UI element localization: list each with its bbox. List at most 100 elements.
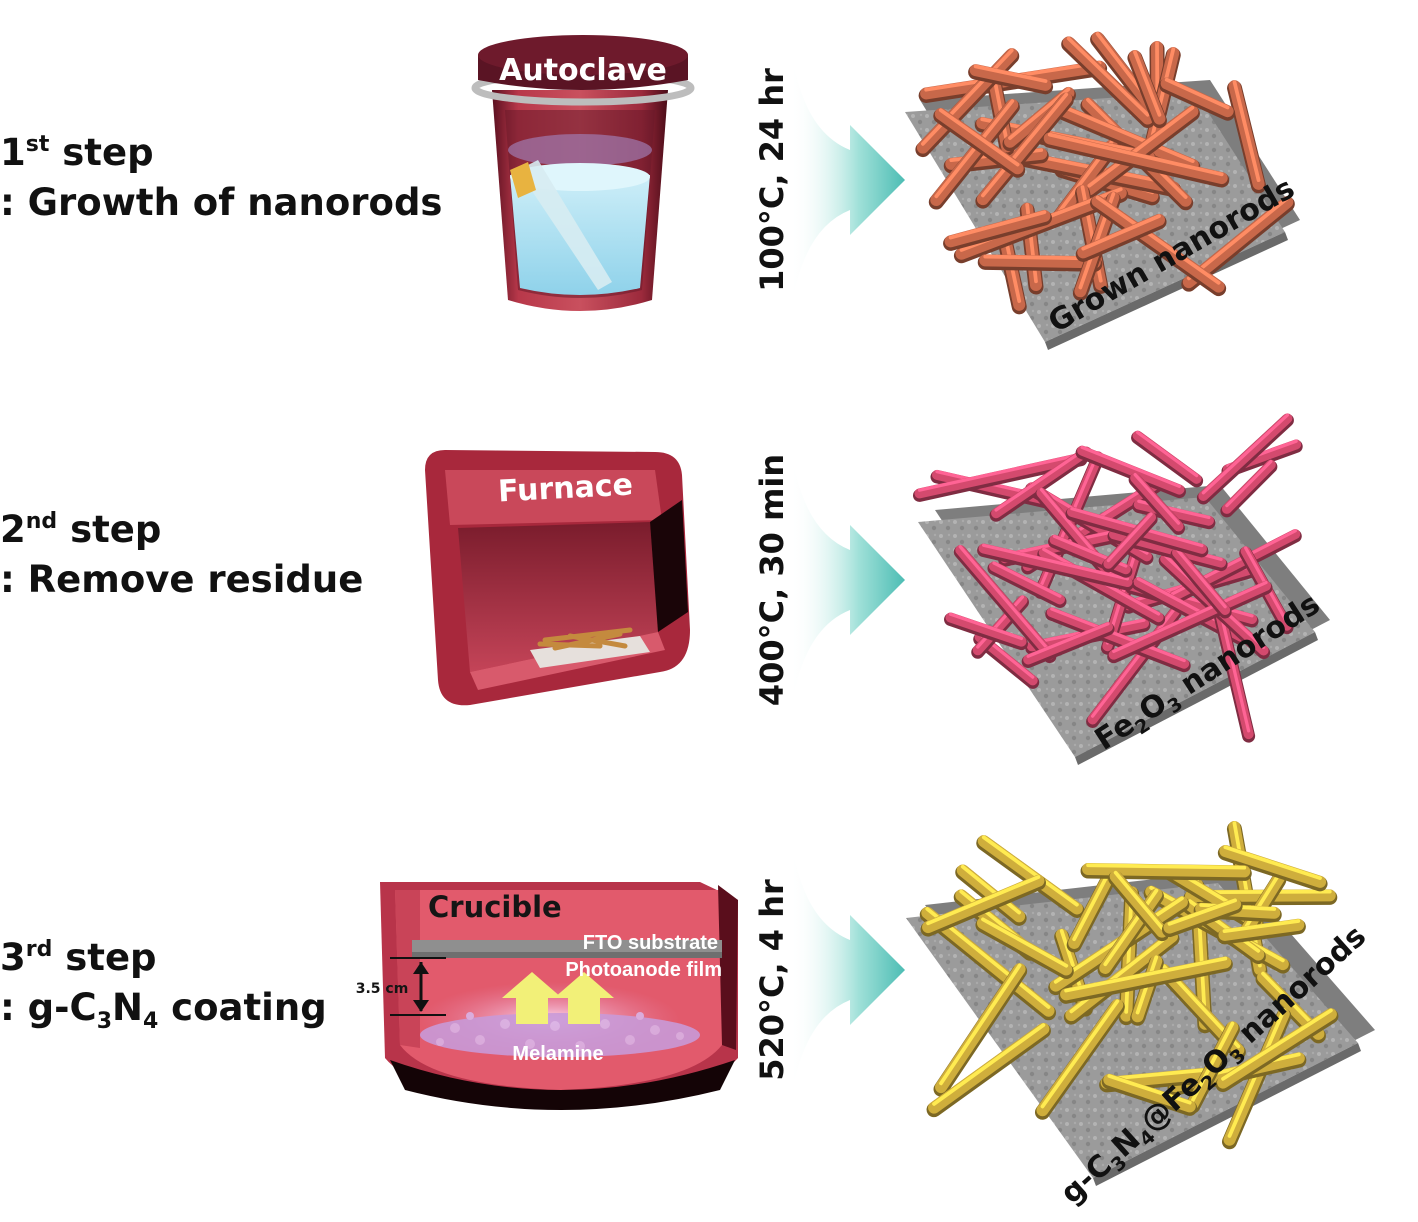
nanorod	[1062, 36, 1154, 125]
nanorod	[1036, 998, 1124, 1117]
nanorod	[932, 1023, 1046, 1106]
nanorod	[979, 254, 1101, 269]
nanorod	[1047, 132, 1224, 177]
nanorod	[976, 595, 1025, 649]
nanorod	[1049, 101, 1199, 171]
arrow-icon	[790, 40, 905, 320]
nanorod	[926, 875, 1041, 926]
nanorod	[1133, 473, 1181, 525]
nanorod	[1106, 512, 1153, 563]
nanorod	[1081, 214, 1161, 251]
nanorod	[1108, 580, 1272, 660]
crucible-illustration: Crucible FTO substrate Photoanode film 3…	[356, 882, 738, 1110]
nanorod	[1066, 36, 1150, 117]
nanorod	[978, 543, 1133, 588]
melamine-powder	[420, 1008, 700, 1057]
nanorod	[914, 452, 1086, 499]
nanorod	[934, 107, 1024, 175]
nanorod	[1225, 459, 1273, 508]
nanorod	[1190, 1021, 1235, 1103]
nanorod	[994, 446, 1089, 512]
nanorod	[1083, 105, 1199, 196]
nanorod	[1217, 606, 1251, 733]
nanorod	[1222, 919, 1301, 934]
nanorod	[956, 864, 1026, 923]
nanorod	[958, 545, 1052, 653]
nanorod	[1112, 580, 1268, 654]
step-1-description: : Growth of nanorods	[0, 181, 443, 224]
nanorod	[977, 835, 1083, 915]
nanorod	[1077, 213, 1166, 259]
nanorod	[1107, 1074, 1192, 1105]
nanorod	[1065, 930, 1178, 1022]
nanorod	[1008, 87, 1071, 140]
nanorod	[928, 1022, 1050, 1114]
nanorod	[1077, 445, 1185, 495]
nanorod	[945, 612, 1027, 647]
nanorod	[991, 446, 1092, 519]
fe2o3-nanorods	[912, 413, 1303, 743]
nanorod	[1182, 196, 1294, 289]
nanorod	[948, 210, 1047, 240]
nanorod	[1026, 622, 1110, 658]
nanorod	[1148, 47, 1176, 149]
nanorod	[922, 874, 1045, 934]
nanorod	[1046, 607, 1190, 669]
nanorod	[981, 92, 1069, 198]
furnace-label: Furnace	[497, 468, 634, 510]
nanorod	[981, 835, 1079, 907]
process-arrows	[790, 40, 905, 1110]
step-2-description: : Remove residue	[0, 558, 364, 601]
nanorod	[1060, 956, 1232, 1001]
nanorod	[1132, 430, 1202, 484]
nanorod	[1240, 872, 1281, 935]
vapor-arrow-icon	[554, 972, 614, 1024]
g-c3n4-coated-nanorods	[919, 820, 1339, 1150]
nanorod	[1261, 971, 1321, 1033]
nanorod	[981, 917, 1069, 968]
step-3-description: : g-C3N4 coating	[0, 986, 327, 1034]
nanorod	[1087, 105, 1195, 188]
nanorod	[1053, 101, 1195, 163]
nanorod	[1223, 845, 1322, 880]
nanorod	[1163, 898, 1242, 934]
nanorod	[1023, 622, 1113, 665]
nanorod	[948, 612, 1024, 641]
fto-substrate-label: FTO substrate	[583, 932, 718, 954]
nanorod	[938, 108, 1020, 167]
condition-1-label: 100°C, 24 hr	[753, 68, 791, 292]
nanorod	[1133, 50, 1162, 117]
nanorod	[1130, 472, 1184, 532]
nanorod	[1160, 77, 1234, 118]
vapor-arrow-icon	[502, 972, 562, 1024]
nanorod	[921, 48, 1014, 146]
nanorod	[1091, 195, 1225, 293]
nanorod	[1104, 1068, 1205, 1081]
nanorod	[1043, 132, 1228, 185]
nanorod	[1167, 898, 1237, 926]
condition-3-label: 520°C, 4 hr	[753, 879, 791, 1081]
melamine-label: Melamine	[512, 1043, 603, 1065]
nanorod	[935, 963, 1026, 1094]
nanorod	[1135, 430, 1199, 478]
nanorod	[1040, 999, 1120, 1109]
nanorod	[1072, 872, 1110, 942]
nanorod	[955, 545, 1055, 660]
nanorod	[973, 64, 1048, 83]
nanorod	[1090, 606, 1177, 718]
nanorod	[1175, 547, 1227, 609]
nanorod	[1109, 870, 1168, 938]
autoclave-label: Autoclave	[499, 53, 667, 88]
nanorod	[1082, 862, 1251, 878]
nanorod	[930, 98, 1019, 207]
autoclave-illustration: Autoclave	[471, 35, 695, 311]
nanorod	[1219, 844, 1327, 888]
nanorod	[1095, 195, 1221, 285]
step-2-label: 2nd step : Remove residue	[0, 497, 363, 605]
nanorod	[1050, 607, 1186, 663]
step-3-label: 3rd step : g-C3N4 coating	[0, 925, 327, 1047]
nanorod	[1198, 413, 1293, 501]
nanorod	[960, 864, 1021, 915]
nanorod	[1080, 445, 1182, 488]
nanorod	[1113, 870, 1164, 930]
